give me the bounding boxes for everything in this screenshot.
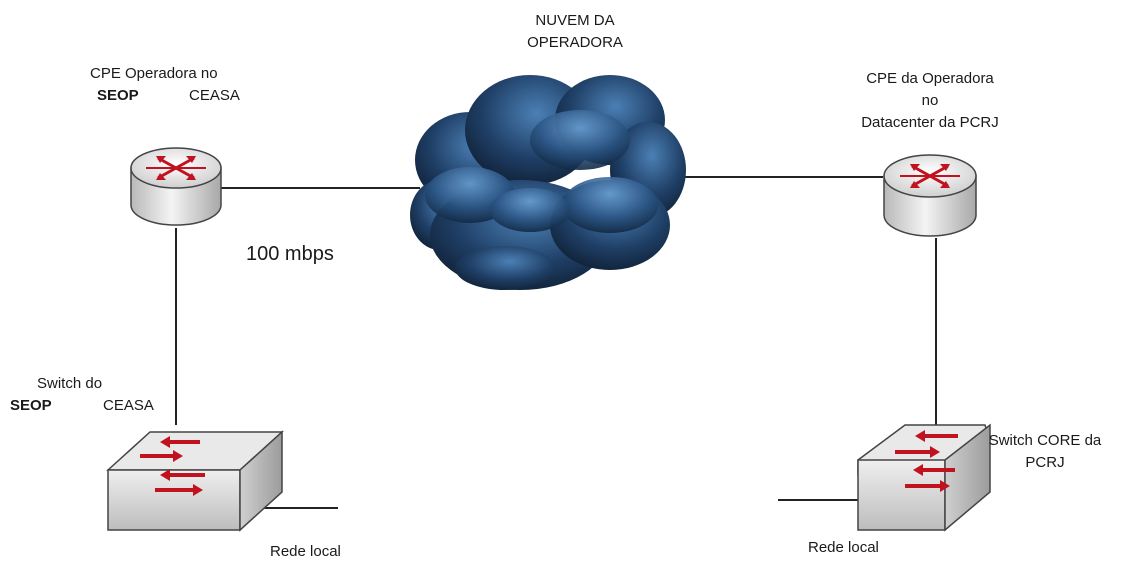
left-switch-site-b: CEASA — [103, 397, 154, 414]
cloud-label-line2: OPERADORA — [527, 34, 623, 51]
right-cpe-label-line1: CPE da Operadora — [866, 70, 994, 87]
right-switch-label-line2: PCRJ — [1025, 454, 1065, 471]
left-switch-sites: SEOP CEASA — [8, 395, 188, 417]
left-switch-label: Switch do SEOP CEASA — [8, 373, 188, 417]
link-speed-label: 100 mbps — [246, 243, 334, 265]
cloud-label: NUVEM DA OPERADORA — [525, 10, 625, 54]
right-cpe-router-icon — [883, 154, 977, 237]
cloud-label-line1: NUVEM DA — [535, 12, 615, 29]
right-cpe-label: CPE da Operadora no Datacenter da PCRJ — [830, 68, 1030, 134]
left-switch-icon — [106, 430, 284, 532]
left-cpe-router-icon — [130, 147, 222, 226]
right-switch-label: Switch CORE da PCRJ — [975, 430, 1115, 474]
links — [175, 176, 937, 509]
right-cpe-label-line2: no — [921, 92, 939, 109]
left-cpe-site-b: CEASA — [189, 87, 240, 104]
left-cpe-label: CPE Operadora no SEOP CEASA — [85, 63, 270, 107]
left-cpe-site-a: SEOP — [97, 87, 139, 104]
left-switch-site-a: SEOP — [10, 397, 52, 414]
left-cpe-label-line1: CPE Operadora no — [90, 65, 218, 82]
right-switch-icon — [857, 423, 991, 532]
left-switch-label-line1: Switch do — [37, 375, 103, 392]
operator-cloud-icon — [410, 75, 686, 290]
left-lan-label: Rede local — [270, 543, 341, 560]
right-cpe-label-line3: Datacenter da PCRJ — [861, 114, 999, 131]
right-switch-label-line1: Switch CORE da — [988, 432, 1102, 449]
left-cpe-sites: SEOP CEASA — [85, 85, 270, 107]
right-lan-label: Rede local — [808, 539, 879, 556]
